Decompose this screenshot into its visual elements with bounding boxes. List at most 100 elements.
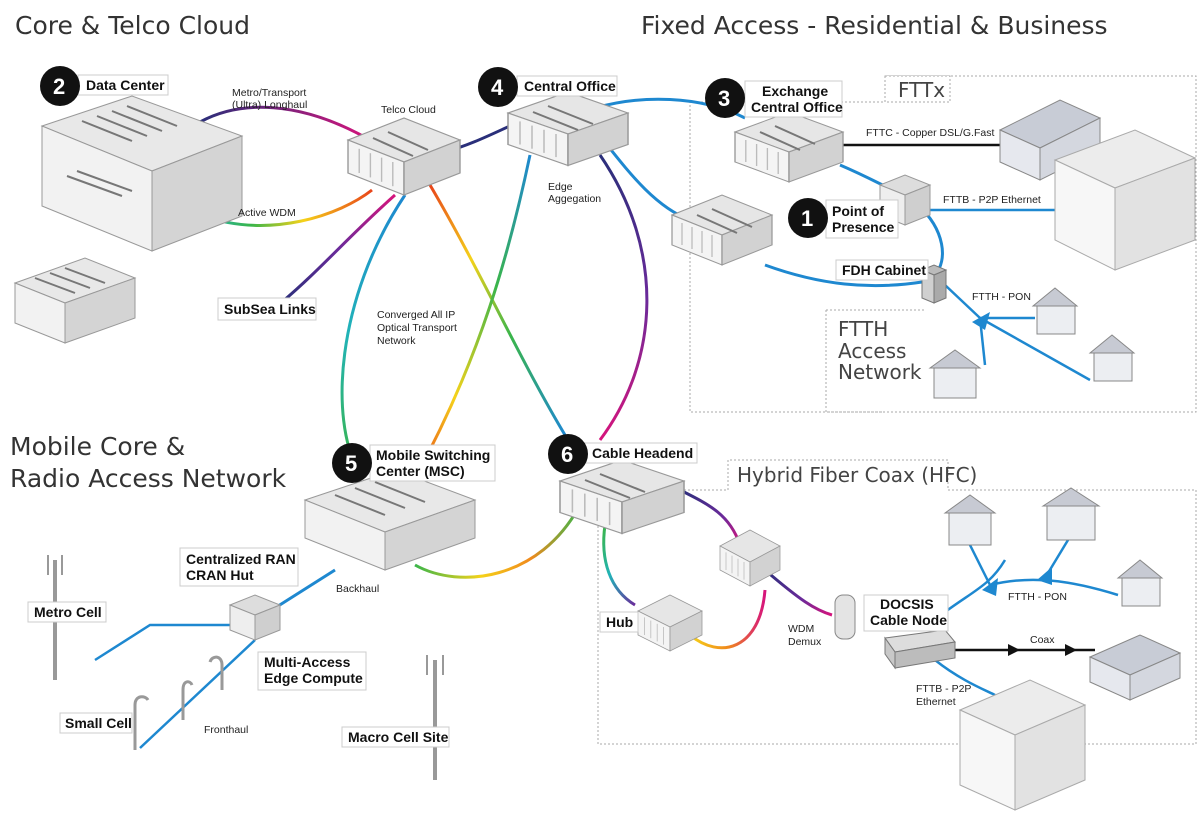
hub-loop-link — [689, 589, 767, 650]
exchange-label-1: Exchange — [762, 83, 828, 99]
cable-to-wdm-link — [679, 488, 742, 546]
hfc-pon-arrow-b — [1037, 567, 1052, 585]
metro-text-1: Metro/Transport — [232, 87, 306, 99]
svg-text:Macro Cell Site: Macro Cell Site — [348, 729, 449, 745]
pon-to-house-a — [968, 544, 992, 586]
cran-hut — [228, 594, 282, 641]
fronthaul-text: Fronthaul — [204, 724, 248, 736]
ftth-pon-text: FTTH - PON — [972, 291, 1031, 303]
badge-2-number: 2 — [53, 74, 65, 99]
badge-3 — [705, 78, 745, 118]
svg-text:DOCSIS: DOCSIS — [880, 596, 934, 612]
equipment — [13, 91, 1197, 811]
section-title-fixed: Fixed Access - Residential & Business — [641, 11, 1108, 40]
telco-cloud-text: Telco Cloud — [381, 104, 436, 116]
svg-text:FDH Cabinet: FDH Cabinet — [842, 262, 926, 278]
label-metro-cell: Metro Cell — [27, 601, 107, 623]
node-exchange: 3 Exchange Central Office — [705, 78, 843, 118]
exchange-label-2: Central Office — [751, 99, 843, 115]
edge-agg-text-1: Edge — [548, 181, 573, 193]
badge-4 — [478, 67, 518, 107]
region-ftth-1: FTTH — [838, 317, 888, 341]
metro-longhaul-link — [199, 105, 371, 142]
edge-data-center-building — [13, 257, 137, 344]
svg-text:Multi-Access: Multi-Access — [264, 654, 351, 670]
label-hub: Hub — [599, 611, 639, 633]
annotations: Metro/Transport (Ultra) Longhaul Telco C… — [204, 87, 1067, 736]
section-title-mobile-1: Mobile Core & — [10, 432, 185, 461]
badge-6 — [548, 434, 588, 474]
node-to-building-link — [934, 659, 996, 697]
wdm-to-demux-link — [764, 568, 833, 617]
region-ftth-3: Network — [838, 360, 922, 384]
label-small-cell: Small Cell — [59, 712, 133, 734]
hfc-townhouses — [1088, 634, 1182, 701]
fttb-p2p-text: FTTB - P2P Ethernet — [943, 194, 1041, 206]
badge-1 — [788, 198, 828, 238]
macro-cell-tower — [426, 655, 444, 780]
node-msc: 5 Mobile Switching Center (MSC) — [332, 443, 496, 483]
hub-cube — [637, 594, 703, 652]
central-office-building — [507, 91, 629, 167]
converged-text-1: Converged All IP — [377, 309, 455, 321]
local-office-building — [671, 194, 773, 266]
pop-label-1: Point of — [832, 203, 884, 219]
hfc-house-1 — [943, 494, 997, 546]
office-tower-bottom — [958, 679, 1087, 811]
node-central-office: 4 Central Office — [478, 67, 618, 107]
subsea-link — [281, 193, 396, 304]
ftth-house-1 — [1031, 287, 1079, 335]
central-office-label: Central Office — [524, 78, 616, 94]
section-title-core: Core & Telco Cloud — [15, 11, 250, 40]
data-center-label: Data Center — [86, 77, 165, 93]
converged-text-3: Network — [377, 335, 416, 347]
docsis-node-box — [884, 629, 956, 670]
wdm-cube — [719, 529, 781, 587]
cran-to-metro-link — [94, 623, 235, 662]
wdm-demux-text-1: WDM — [788, 623, 814, 635]
node-to-houses-link — [944, 559, 1007, 614]
node-data-center: 2 Data Center — [40, 66, 169, 106]
active-wdm-text: Active WDM — [238, 207, 296, 219]
cran-to-smallcell-link — [139, 639, 256, 749]
node-cable-headend: 6 Cable Headend — [548, 434, 698, 474]
svg-text:Hub: Hub — [606, 614, 633, 630]
svg-text:Cable Node: Cable Node — [870, 612, 947, 628]
label-macro-cell: Macro Cell Site — [341, 726, 450, 748]
msc-to-cran-link — [274, 568, 336, 610]
co-to-fdh-link — [764, 263, 923, 288]
edge-agg-text-2: Aggegation — [548, 193, 601, 205]
hfc-pon-arrow-a — [982, 578, 998, 596]
splitter-to-house2 — [979, 316, 1091, 382]
hfc-house-3 — [1116, 559, 1164, 607]
exchange-building — [734, 111, 844, 183]
hfc-house-2 — [1041, 487, 1101, 541]
direction-arrows — [972, 312, 1077, 656]
svg-text:Small Cell: Small Cell — [65, 715, 132, 731]
badge-3-number: 3 — [718, 86, 730, 111]
svg-text:SubSea Links: SubSea Links — [224, 301, 316, 317]
fttc-text: FTTC - Copper DSL/G.Fast — [866, 127, 994, 139]
badge-5-number: 5 — [345, 451, 357, 476]
wdm-demux-text-2: Demux — [788, 636, 822, 648]
coax-arrow-2 — [1065, 644, 1077, 656]
hfc-pon-text: FTTH - PON — [1008, 591, 1067, 603]
label-subsea: SubSea Links — [217, 297, 317, 321]
cloud-to-cable-link — [428, 184, 567, 436]
fttb-text-1: FTTB - P2P — [916, 683, 971, 695]
ftth-house-3 — [928, 349, 982, 399]
region-fttx: FTTx — [898, 78, 945, 102]
section-title-mobile-2: Radio Access Network — [10, 464, 287, 493]
badge-4-number: 4 — [491, 75, 504, 100]
backhaul-text: Backhaul — [336, 583, 379, 595]
label-cran: Centralized RAN CRAN Hut — [179, 547, 299, 587]
coax-text: Coax — [1030, 634, 1055, 646]
pop-label-2: Presence — [832, 219, 894, 235]
cable-to-hub-link — [602, 524, 636, 607]
badge-5 — [332, 443, 372, 483]
svg-text:Edge Compute: Edge Compute — [264, 670, 363, 686]
label-mec: Multi-Access Edge Compute — [257, 651, 367, 691]
ftth-splitter-arrow — [972, 312, 990, 330]
demux-unit — [834, 594, 856, 640]
